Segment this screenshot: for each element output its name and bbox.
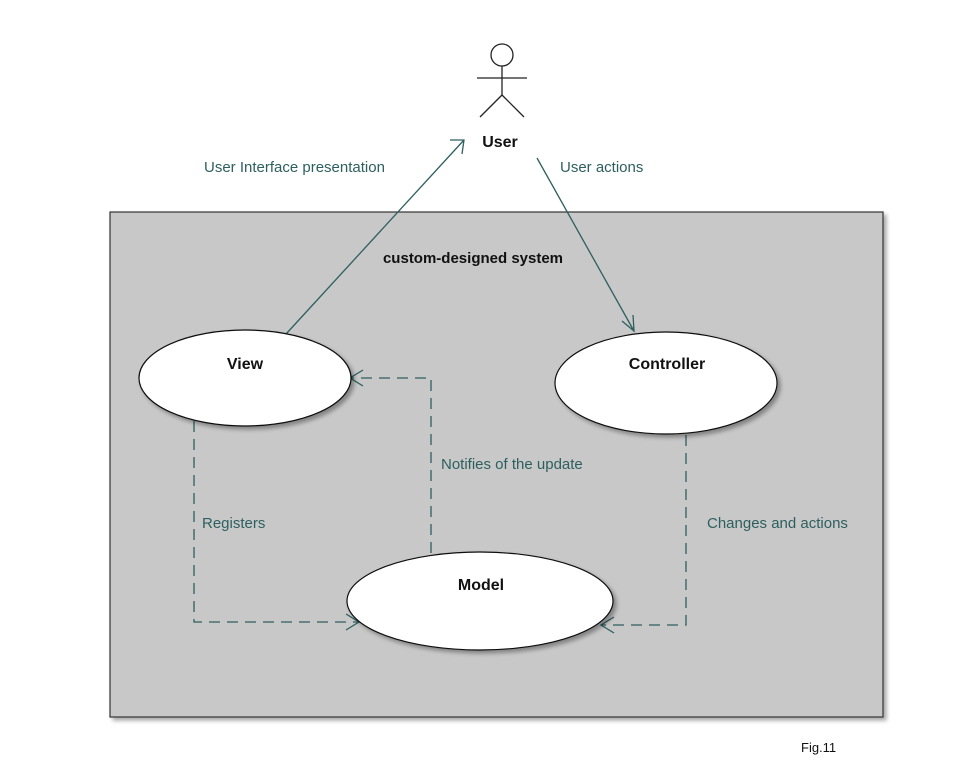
edge-model-to-view xyxy=(351,377,432,553)
system-title: custom-designed system xyxy=(383,250,563,267)
edge-view-to-user xyxy=(285,139,465,335)
use-case-controller xyxy=(554,331,778,435)
edge-controller-to-model xyxy=(602,435,687,626)
use-case-view xyxy=(138,329,352,427)
edge-label-view-to-model: Registers xyxy=(202,515,265,532)
edge-controller-to-model-arrowhead xyxy=(599,616,615,634)
edge-label-view-to-user: User Interface presentation xyxy=(204,159,385,176)
use-case-controller-label: Controller xyxy=(629,356,705,373)
edge-label-model-to-view: Notifies of the update xyxy=(441,456,583,473)
user-actor-icon xyxy=(477,43,527,118)
edge-label-user-to-controller: User actions xyxy=(560,159,643,176)
use-case-model xyxy=(346,551,614,651)
edge-view-to-model xyxy=(193,421,358,623)
edge-user-to-controller xyxy=(536,157,635,333)
use-case-model-label: Model xyxy=(458,577,504,594)
actor-name: User xyxy=(482,134,518,151)
edge-label-controller-to-model: Changes and actions xyxy=(707,515,848,532)
figure-label: Fig.11 xyxy=(801,740,836,755)
use-case-view-label: View xyxy=(227,356,264,373)
